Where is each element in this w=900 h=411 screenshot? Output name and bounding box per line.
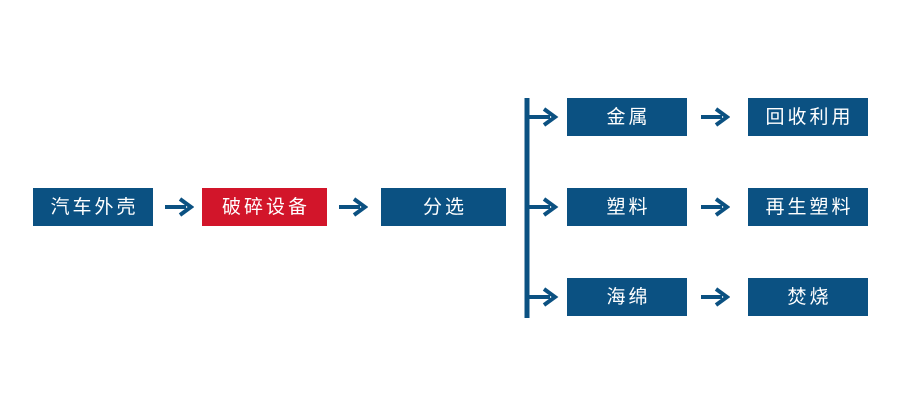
- node-label: 焚烧: [787, 286, 832, 308]
- node-car-shell[interactable]: 汽车外壳: [33, 188, 153, 226]
- node-sorting[interactable]: 分选: [381, 188, 506, 226]
- node-label: 金属: [606, 106, 651, 128]
- node-label: 分选: [422, 196, 467, 218]
- node-regenerated-plastic[interactable]: 再生塑料: [748, 188, 868, 226]
- node-label: 回收利用: [765, 106, 854, 128]
- arrow-right-icon: [164, 194, 194, 220]
- arrow-right-icon: [700, 104, 730, 130]
- node-incineration[interactable]: 焚烧: [748, 278, 868, 316]
- node-label: 破碎设备: [221, 196, 310, 218]
- node-recycling-reuse[interactable]: 回收利用: [748, 98, 868, 136]
- node-metal[interactable]: 金属: [567, 98, 687, 136]
- node-crushing-equipment[interactable]: 破碎设备: [202, 188, 327, 226]
- node-plastic[interactable]: 塑料: [567, 188, 687, 226]
- branch-split-connector: [523, 96, 569, 320]
- node-label: 塑料: [606, 196, 651, 218]
- node-label: 海绵: [606, 286, 651, 308]
- node-label: 再生塑料: [765, 196, 854, 218]
- arrow-right-icon: [700, 284, 730, 310]
- node-label: 汽车外壳: [50, 196, 139, 218]
- node-sponge[interactable]: 海绵: [567, 278, 687, 316]
- arrow-right-icon: [338, 194, 368, 220]
- arrow-right-icon: [700, 194, 730, 220]
